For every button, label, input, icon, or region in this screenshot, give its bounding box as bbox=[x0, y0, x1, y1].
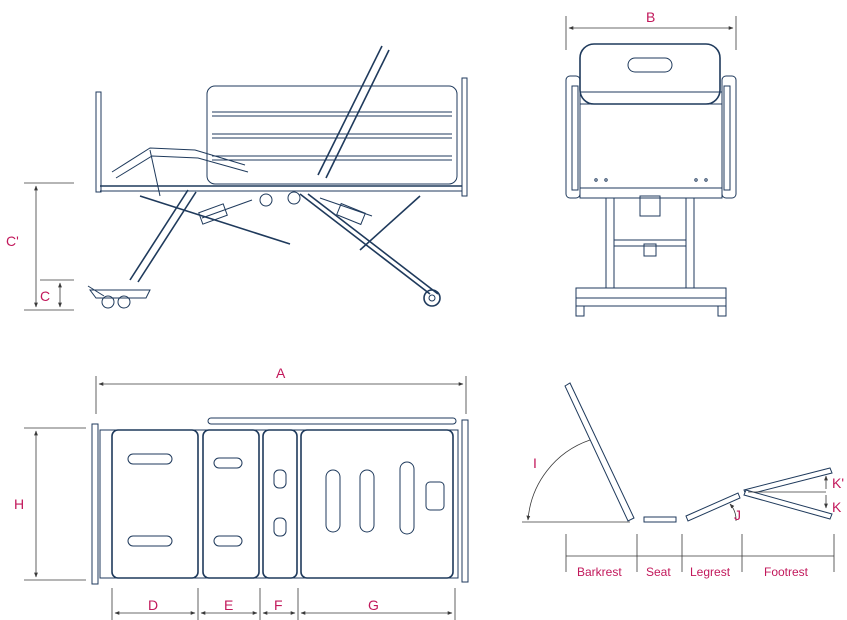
label-k: K bbox=[832, 499, 842, 515]
label-j: J bbox=[734, 507, 741, 523]
label-c: C bbox=[40, 288, 50, 304]
segment-seat-label: Seat bbox=[646, 565, 671, 579]
label-g: G bbox=[368, 597, 379, 613]
label-b: B bbox=[646, 9, 655, 25]
side-view: C' C bbox=[6, 45, 468, 311]
end-view: B bbox=[565, 9, 737, 317]
label-i: I bbox=[533, 455, 537, 471]
segment-backrest-label: Barkrest bbox=[577, 565, 622, 579]
label-f: F bbox=[274, 597, 283, 613]
angle-diagram: I J K' K Barkrest Seat Legrest Footrest bbox=[522, 382, 844, 579]
top-view: A H D E F G bbox=[14, 365, 469, 620]
label-e: E bbox=[224, 597, 233, 613]
segment-footrest-label: Footrest bbox=[764, 565, 809, 579]
label-k-prime: K' bbox=[832, 475, 844, 491]
label-h: H bbox=[14, 496, 24, 512]
label-a: A bbox=[276, 365, 286, 381]
label-d: D bbox=[148, 597, 158, 613]
segment-legrest-label: Legrest bbox=[690, 565, 731, 579]
label-c-prime: C' bbox=[6, 233, 19, 249]
